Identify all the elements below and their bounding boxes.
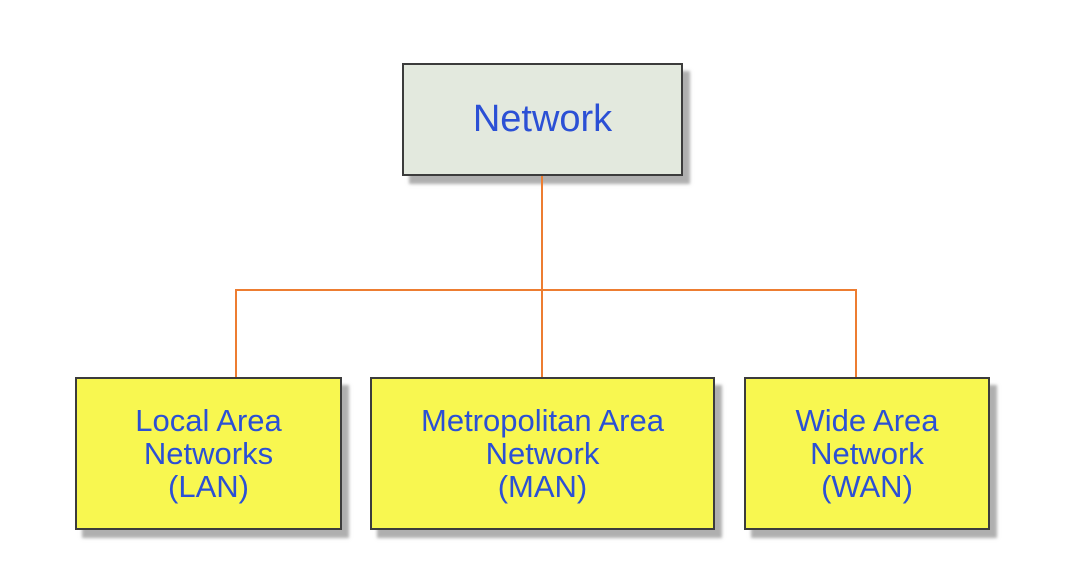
connector-drop-lan xyxy=(235,289,237,377)
connector-drop-man xyxy=(541,289,543,377)
node-man: Metropolitan Area Network (MAN) xyxy=(370,377,715,530)
connector-drop-wan xyxy=(855,289,857,377)
node-man-label-line-2: Network xyxy=(485,436,600,471)
node-lan-label-line-2: Networks xyxy=(143,436,274,471)
connector-rail xyxy=(235,289,857,291)
node-network-label: Network xyxy=(472,98,613,140)
node-wan: Wide Area Network (WAN) xyxy=(744,377,990,530)
node-wan-label-line-3: (WAN) xyxy=(821,469,913,504)
node-wan-label-line-1: Wide Area xyxy=(795,403,939,438)
node-wan-label: Wide Area Network (WAN) xyxy=(795,404,938,503)
node-man-label-line-1: Metropolitan Area xyxy=(421,403,664,438)
node-lan-label-line-3: (LAN) xyxy=(168,469,249,504)
node-network: Network xyxy=(402,63,683,176)
connector-stem xyxy=(541,176,543,289)
node-lan: Local Area Networks (LAN) xyxy=(75,377,342,530)
node-lan-label: Local Area Networks (LAN) xyxy=(135,404,282,503)
node-man-label: Metropolitan Area Network (MAN) xyxy=(421,404,664,503)
node-lan-label-line-1: Local Area xyxy=(135,403,282,438)
node-man-label-line-3: (MAN) xyxy=(497,469,588,504)
node-wan-label-line-2: Network xyxy=(810,436,924,471)
